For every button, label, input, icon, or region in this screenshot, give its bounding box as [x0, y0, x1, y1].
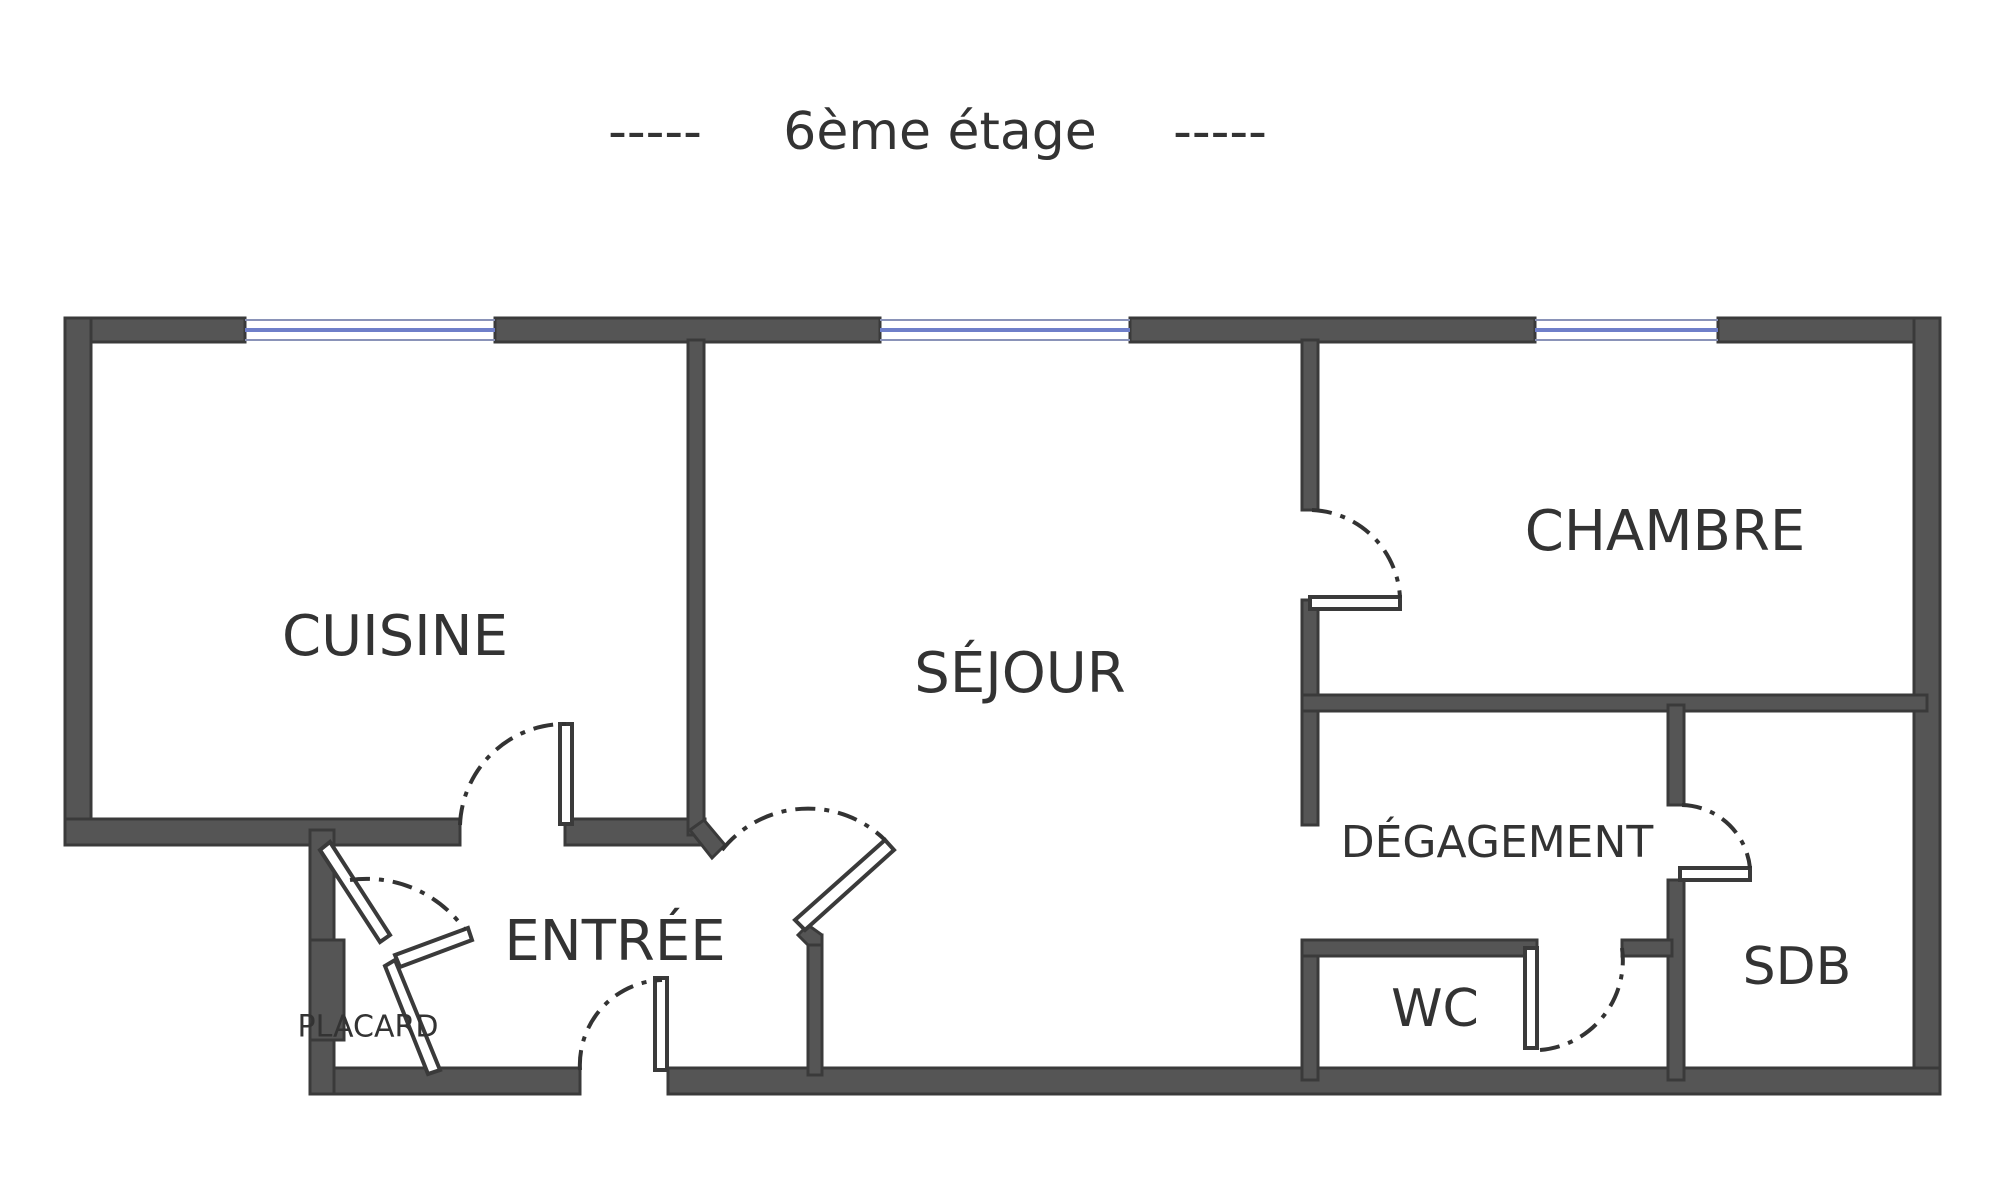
wall-entree-sejour [806, 933, 824, 1077]
wall-chambre-bottom [1300, 693, 1929, 713]
wall-bottom-cuisine-right [563, 817, 707, 847]
room-label-degagement: DÉGAGEMENT [1341, 815, 1654, 868]
wall-wc-top [1300, 938, 1539, 958]
room-label-placard: PLACARD [298, 1010, 439, 1045]
wall-bottom-1 [308, 1066, 582, 1096]
room-label-entree: ENTRÉE [504, 909, 725, 974]
room-label-chambre: CHAMBRE [1525, 499, 1806, 564]
wall-bottom-cuisine-left [63, 817, 462, 847]
room-label-wc: WC [1391, 979, 1479, 1039]
room-label-sdb: SDB [1743, 937, 1852, 997]
room-label-sejour: SÉJOUR [914, 641, 1125, 706]
room-labels: CUISINE SÉJOUR CHAMBRE DÉGAGEMENT ENTRÉE… [282, 499, 1851, 1044]
wall-top-3 [1128, 316, 1537, 344]
door-wc [1523, 946, 1625, 1052]
wall-top-4 [1716, 316, 1942, 344]
floor-title-text: 6ème étage [783, 102, 1097, 162]
doors [317, 508, 1752, 1077]
wall-sejour-chambre-upper [1300, 338, 1320, 512]
floor-title: ----- 6ème étage ----- [608, 102, 1267, 162]
wall-left-cuisine [63, 316, 93, 847]
door-sdb [1678, 803, 1752, 882]
wall-top-2 [493, 316, 882, 344]
wall-sdb-lower [1666, 878, 1686, 1082]
title-dashes-left: ----- [608, 102, 702, 162]
door-chambre [1308, 508, 1402, 611]
wall-wc-top-right [1620, 938, 1674, 958]
title-dashes-right: ----- [1173, 102, 1267, 162]
door-sejour [720, 806, 897, 933]
door-placard [317, 839, 475, 1077]
window-cuisine [245, 319, 495, 341]
window-sejour [880, 319, 1130, 341]
door-entree [577, 976, 669, 1072]
door-cuisine [458, 721, 574, 826]
window-chambre [1535, 319, 1718, 341]
interior-walls [686, 338, 1929, 1082]
wall-sejour-door-jamb [687, 817, 728, 861]
wall-placard-jog [308, 938, 346, 1042]
room-label-cuisine: CUISINE [282, 604, 508, 669]
wall-sdb-upper [1666, 703, 1686, 807]
wall-wc-left [1300, 938, 1320, 1082]
exterior-walls [63, 316, 1942, 1096]
windows [245, 319, 1718, 341]
wall-cuisine-sejour [686, 338, 706, 837]
